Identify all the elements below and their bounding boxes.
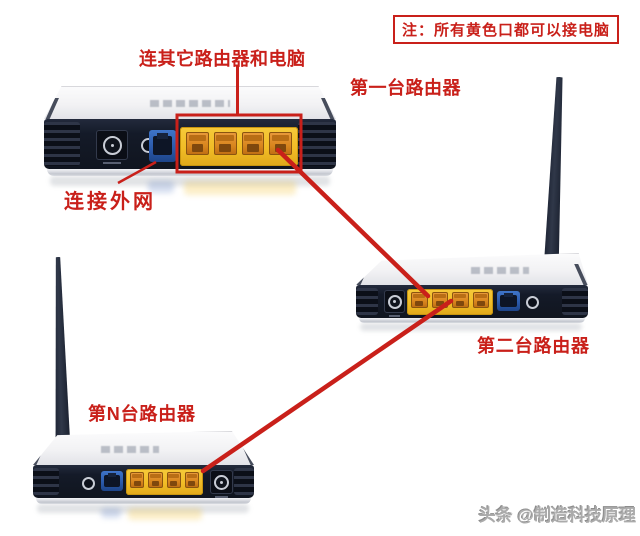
router-2-top-shell xyxy=(356,253,588,285)
reset-button xyxy=(82,477,95,490)
lan-port xyxy=(241,132,265,155)
lan-port xyxy=(186,132,209,155)
power-jack xyxy=(210,470,233,498)
reset-button xyxy=(526,296,539,309)
note-box: 注：所有黄色口都可以接电脑 xyxy=(393,15,620,44)
router-2-back-panel xyxy=(356,285,588,318)
router-1-base xyxy=(47,169,333,176)
lan-port xyxy=(269,132,292,155)
vent-grille xyxy=(33,468,59,495)
lan-port xyxy=(148,472,163,488)
wan-port xyxy=(101,471,123,491)
wan-annotation: 连接外网 xyxy=(64,191,156,213)
reflection xyxy=(33,504,254,532)
lan-ports xyxy=(407,289,493,315)
lan-port xyxy=(411,292,428,308)
watermark: 头条 @制造科技原理 xyxy=(478,506,636,525)
router-1-back-panel xyxy=(44,119,336,169)
vent-grille xyxy=(44,122,80,166)
brand-logo xyxy=(101,445,160,453)
router-1-top-shell xyxy=(44,86,336,119)
router-2-base xyxy=(359,318,585,323)
lan-port xyxy=(184,472,199,488)
reflection xyxy=(356,323,588,341)
lan-ports xyxy=(126,469,203,495)
vent-grille xyxy=(234,468,254,495)
router-1-label: 第一台路由器 xyxy=(350,78,461,98)
lan-port xyxy=(452,292,469,308)
vent-grille xyxy=(562,288,588,315)
lan-ports xyxy=(180,127,298,166)
router-n-image xyxy=(33,431,254,532)
router-n-back-panel xyxy=(33,465,254,498)
lan-port xyxy=(213,132,237,155)
router-2-image xyxy=(356,253,588,341)
wan-port xyxy=(497,291,520,311)
wan-port xyxy=(149,130,176,162)
power-jack xyxy=(384,290,405,317)
router-n-label: 第N台路由器 xyxy=(88,404,196,424)
brand-logo xyxy=(150,100,230,108)
vent-grille xyxy=(298,122,336,166)
router-n-base xyxy=(36,498,251,504)
router-n-top-shell xyxy=(33,431,254,465)
lan-annotation: 连其它路由器和电脑 xyxy=(139,49,306,69)
lan-port xyxy=(472,292,489,308)
vent-grille xyxy=(356,288,378,315)
brand-logo xyxy=(470,267,529,275)
router-2-label: 第二台路由器 xyxy=(477,336,590,356)
lan-port xyxy=(166,472,181,488)
lan-port xyxy=(431,292,448,308)
lan-port xyxy=(130,472,145,488)
power-jack xyxy=(96,130,128,164)
